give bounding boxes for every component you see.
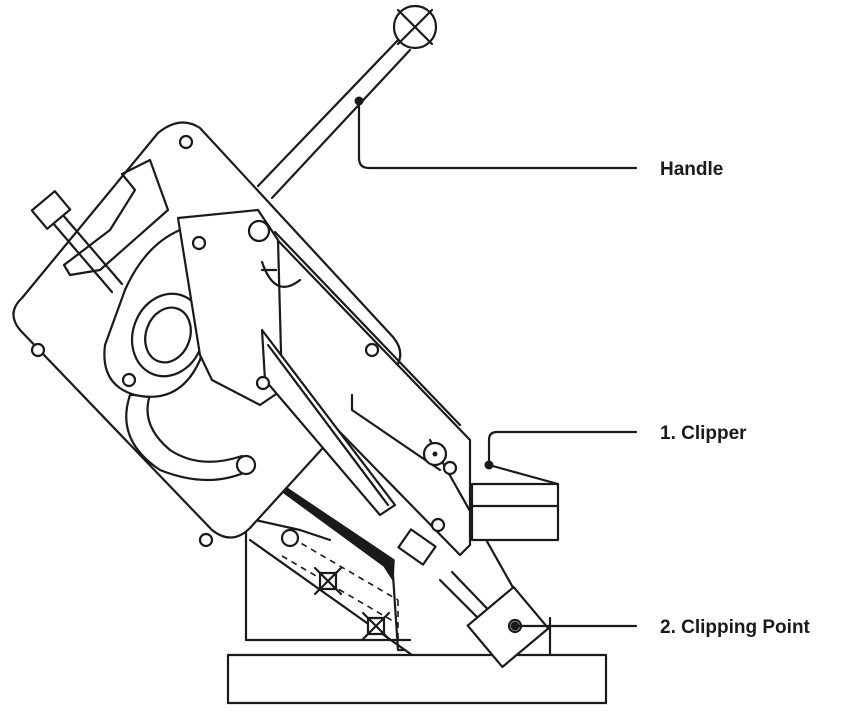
- blade-edge: [391, 573, 407, 652]
- frame-bolt: [178, 134, 194, 150]
- clipper-label: 1. Clipper: [660, 423, 747, 444]
- lever-rail-inner: [273, 230, 462, 427]
- handle-callout: [354, 96, 638, 170]
- support-stand-top: [244, 516, 332, 542]
- link-arc: [260, 260, 302, 288]
- support-stand: [244, 516, 412, 642]
- pivot-pin: [247, 219, 271, 243]
- frame-bolt: [121, 372, 137, 388]
- square-marker: [313, 566, 343, 596]
- clipper-pivot-center: [432, 451, 438, 457]
- frame-bolt: [280, 528, 300, 548]
- handle-label: Handle: [660, 159, 723, 180]
- clipper-slider: [397, 528, 437, 566]
- cam-bearing-inner: [144, 306, 192, 364]
- handle-rod: [256, 36, 412, 200]
- pusher-bar-line: [266, 343, 390, 507]
- clipper-small-pin: [442, 460, 458, 476]
- square-marker: [361, 611, 391, 641]
- dashed-guide-slot: [281, 537, 399, 650]
- adjust-screw-head: [30, 190, 72, 230]
- frame-bolt: [191, 235, 207, 251]
- clipping-point-callout: [510, 621, 638, 631]
- base-plate: [226, 653, 608, 705]
- pivot-pin: [235, 454, 257, 476]
- adjust-slot: [62, 158, 170, 277]
- frame-bolt: [364, 342, 380, 358]
- clipper-callout: [484, 430, 638, 486]
- clipper-block: [470, 482, 560, 542]
- handle-knob-cross: [396, 8, 434, 46]
- frame-bolt: [30, 342, 46, 358]
- frame-bolt: [255, 375, 271, 391]
- frame-bolt: [430, 517, 446, 533]
- adjust-screw-shaft: [50, 212, 124, 294]
- link-arm: [176, 208, 284, 407]
- frame-bolt: [198, 532, 214, 548]
- clipping-point-label: 2. Clipping Point: [660, 617, 811, 638]
